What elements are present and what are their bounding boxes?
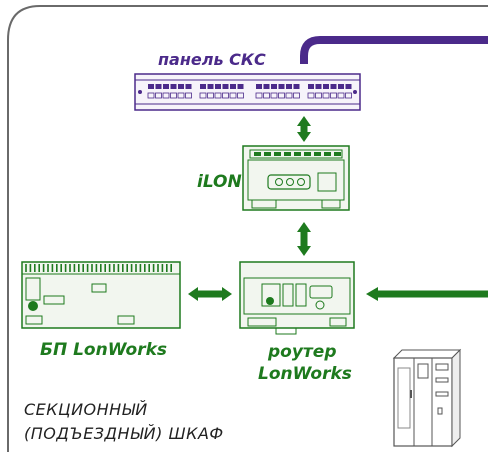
patch-port: [345, 84, 352, 89]
ilon-led: [254, 152, 261, 156]
patch-port: [148, 84, 154, 89]
patch-port: [315, 84, 322, 89]
patch-port: [337, 92, 345, 99]
patch-port: [293, 84, 300, 89]
patch-port: [199, 92, 207, 99]
ilon-led: [294, 152, 301, 156]
ilon-device: [242, 145, 350, 211]
ilon-led: [284, 152, 291, 156]
patch-port: [315, 92, 322, 99]
psu-label: БП LonWorks: [40, 340, 168, 360]
patch-port: [270, 92, 278, 99]
router-label-line1: роутер: [268, 342, 337, 362]
psu-device: [21, 261, 181, 329]
patch-port: [230, 84, 236, 89]
cabinet-label-line2: (ПОДЪЕЗДНЫЙ) ШКАФ: [24, 424, 224, 443]
arrow-ilon-router: [297, 222, 311, 256]
patch-port: [200, 84, 206, 89]
cabinet-illustration: [392, 348, 462, 448]
patch-port: [308, 84, 314, 89]
patch-port: [222, 92, 229, 99]
router-label-line2: LonWorks: [258, 364, 352, 384]
ilon-led: [334, 152, 341, 156]
ilon-label: iLON: [197, 172, 242, 192]
patch-port: [147, 92, 155, 99]
patch-port: [278, 92, 285, 99]
patch-port: [170, 84, 177, 89]
patch-port: [155, 92, 162, 99]
patch-port: [163, 84, 169, 89]
router-device: [239, 261, 355, 335]
patch-port: [271, 84, 277, 89]
patch-port: [256, 84, 262, 89]
patch-port: [162, 92, 170, 99]
patch-panel-label: панель СКС: [158, 50, 266, 69]
arrow-panel-ilon: [297, 116, 311, 142]
ilon-led: [314, 152, 321, 156]
patch-port: [185, 84, 192, 89]
patch-port: [263, 92, 270, 99]
patch-port: [286, 84, 292, 89]
patch-port: [177, 92, 185, 99]
ilon-leds: [254, 152, 341, 156]
patch-port: [178, 84, 184, 89]
patch-panel: [134, 73, 361, 111]
patch-port: [207, 84, 214, 89]
ilon-led: [274, 152, 281, 156]
patch-port: [330, 92, 337, 99]
ilon-led: [264, 152, 271, 156]
patch-port: [285, 92, 293, 99]
cabinet-label-line1: СЕКЦИОННЫЙ: [24, 400, 148, 419]
patch-port: [307, 92, 315, 99]
cabinet-frame: [7, 5, 488, 452]
patch-port: [278, 84, 285, 89]
patch-port: [293, 92, 300, 99]
patch-port: [345, 92, 352, 99]
patch-port: [229, 92, 237, 99]
purple-cable: [300, 36, 488, 64]
patch-port: [237, 84, 244, 89]
patch-port: [185, 92, 192, 99]
ilon-led: [304, 152, 311, 156]
patch-port: [214, 92, 222, 99]
patch-port: [322, 92, 330, 99]
arrow-psu-router: [188, 287, 232, 301]
patch-port: [237, 92, 244, 99]
psu-vents: [25, 264, 172, 272]
patch-port: [170, 92, 177, 99]
patch-port: [263, 84, 270, 89]
patch-port: [215, 84, 221, 89]
patch-port: [330, 84, 337, 89]
patch-port: [207, 92, 214, 99]
patch-port: [155, 84, 162, 89]
patch-port: [323, 84, 329, 89]
patch-port: [222, 84, 229, 89]
ilon-led: [324, 152, 331, 156]
patch-panel-ports: [147, 84, 352, 99]
patch-port: [338, 84, 344, 89]
green-cable-right: [366, 287, 488, 301]
patch-port: [255, 92, 263, 99]
